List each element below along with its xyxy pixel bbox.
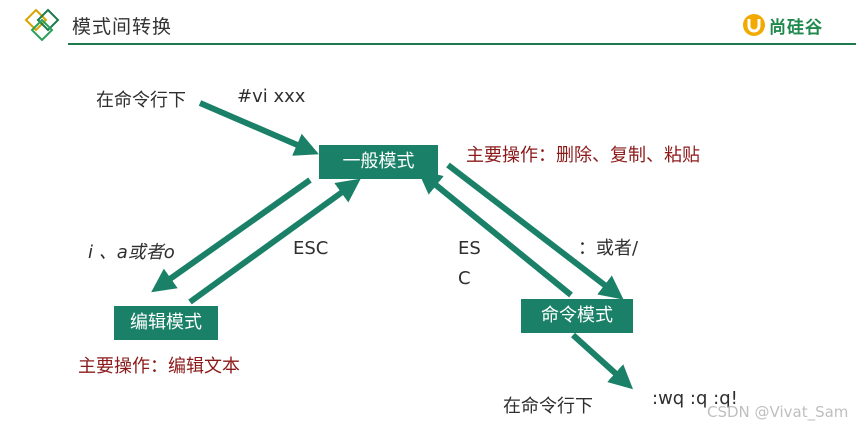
label-to-command: ：或者/ — [578, 238, 639, 259]
header-divider — [68, 43, 856, 45]
brand-logo: 尚硅谷 — [742, 12, 823, 38]
label-esc-left: ESC — [293, 238, 329, 259]
label-esc-right-line2: C — [458, 268, 471, 289]
label-edit-operations: 主要操作：编辑文本 — [78, 356, 240, 377]
label-esc-right-line1: ES — [458, 238, 481, 259]
command-mode-node: 命令模式 — [521, 299, 633, 333]
brand-u-icon — [743, 14, 765, 36]
slide-header: 模式间转换 尚硅谷 — [0, 0, 865, 48]
edit-mode-node: 编辑模式 — [114, 306, 218, 340]
slide-title: 模式间转换 — [72, 16, 173, 38]
diamond-logo-icon — [24, 8, 60, 42]
arrow-command-to-normal — [417, 170, 573, 298]
label-cmdline-top: 在命令行下 — [96, 90, 186, 111]
label-quit-commands: :wq :q :q! — [652, 388, 738, 409]
arrow-vi-to-normal — [198, 100, 319, 156]
arrow-edit-to-normal — [188, 178, 361, 305]
watermark: CSDN @Vivat_Sam — [707, 403, 849, 421]
brand-name: 尚硅谷 — [769, 17, 823, 38]
label-to-edit: i 、a或者o — [88, 242, 175, 263]
label-cmdline-bottom: 在命令行下 — [503, 396, 593, 417]
arrow-normal-to-command — [446, 162, 624, 300]
arrow-normal-to-edit — [151, 177, 312, 293]
label-normal-operations: 主要操作：删除、复制、粘贴 — [466, 145, 700, 166]
arrow-command-to-shell — [570, 332, 634, 390]
normal-mode-node: 一般模式 — [319, 145, 438, 179]
label-vi-command: #vi xxx — [237, 86, 306, 107]
